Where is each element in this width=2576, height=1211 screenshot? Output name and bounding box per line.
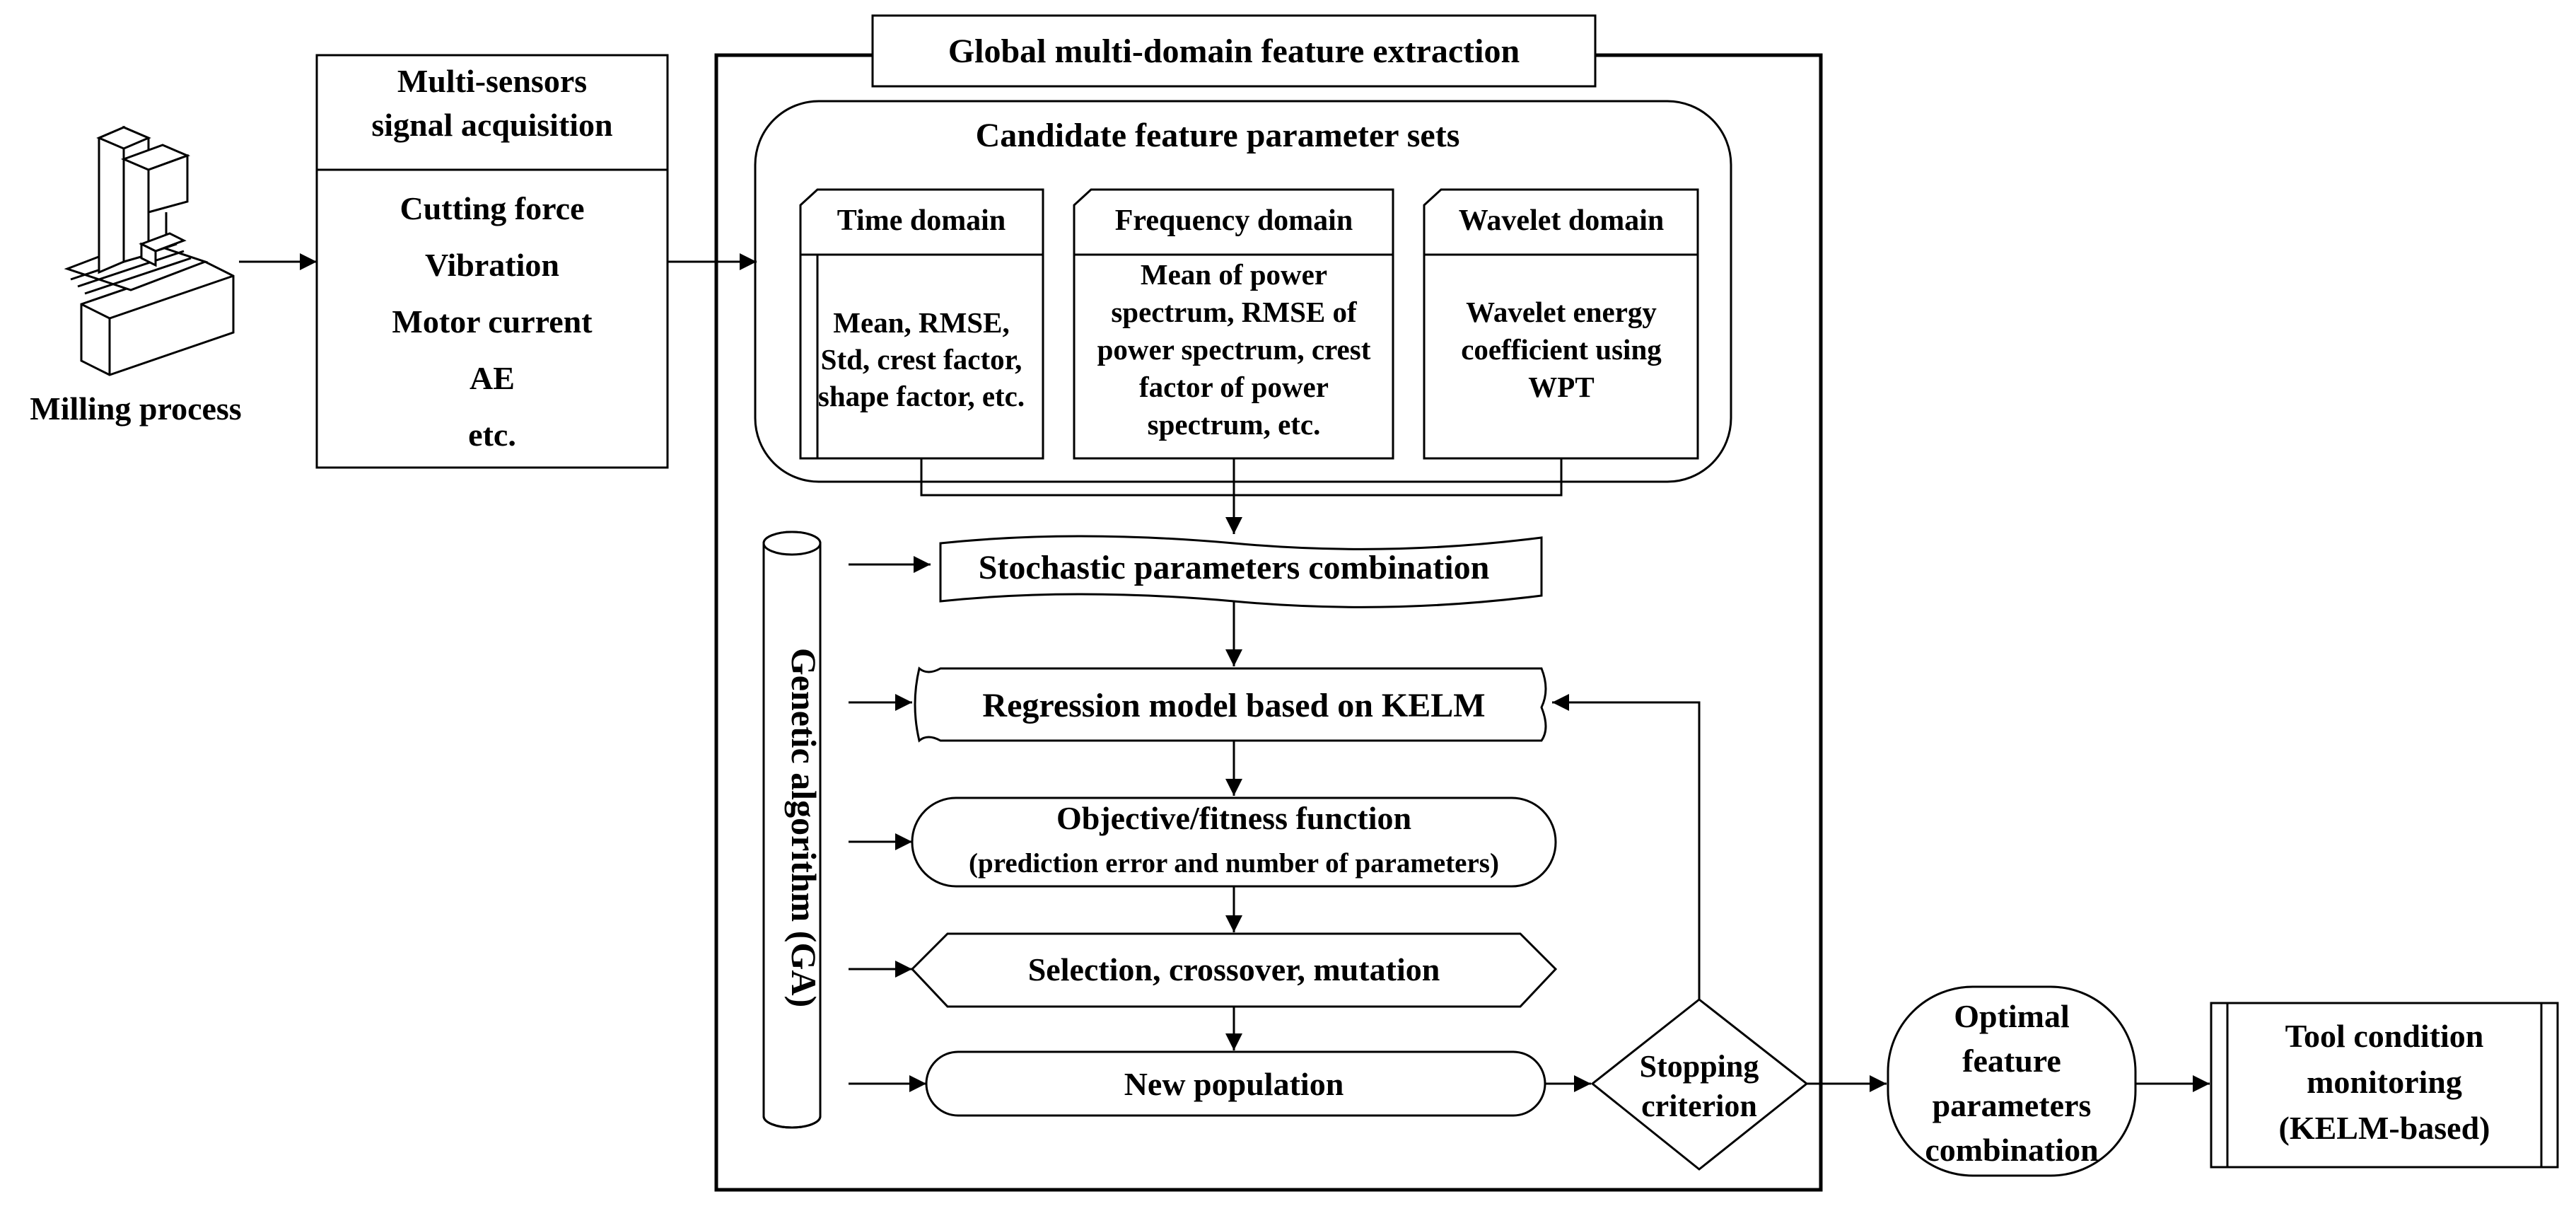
ga-label: Genetic algorithm (GA) [784,648,824,1007]
stopping-diamond [1590,998,1809,1171]
selection-text: Selection, crossover, mutation [1028,951,1440,987]
stopping-text-line-1: Stopping [1640,1049,1759,1084]
milling-process-label: Milling process [30,390,241,427]
optimal-text-line: combination [1925,1132,2098,1168]
wavelet-domain-line: WPT [1528,371,1594,403]
signal-item: etc. [468,417,516,453]
tcm-text-line: monitoring [2307,1064,2462,1100]
time-domain-line: Mean, RMSE, [833,306,1009,339]
objective-subtitle: (prediction error and number of paramete… [969,848,1499,879]
wavelet-domain-line: Wavelet energy [1466,296,1657,328]
acquisition-title-line-1: Multi-sensors [397,63,587,99]
milling-machine-icon [64,125,235,376]
regression-text: Regression model based on KELM [982,687,1485,724]
optimal-text-line: parameters [1933,1087,2092,1123]
frequency-domain-line: spectrum, etc. [1148,408,1321,441]
global-extraction-title: Global multi-domain feature extraction [948,33,1520,70]
stochastic-text: Stochastic parameters combination [979,549,1490,586]
stochastic-box [939,535,1543,608]
frequency-domain-line: spectrum, RMSE of [1111,296,1358,328]
ga-cylinder [762,531,822,1129]
time-domain-line: shape factor, etc. [818,380,1025,412]
frequency-domain-line: factor of power [1139,371,1329,403]
tcm-box [2210,1002,2559,1169]
merge-connector [920,458,1563,497]
wavelet-domain-line: coefficient using [1461,333,1662,366]
frequency-domain-title: Frequency domain [1115,204,1353,237]
population-text: New population [1124,1066,1344,1102]
tcm-text-line: (KELM-based) [2279,1110,2490,1146]
regression-box [914,666,1547,743]
global-extraction-title-box [871,14,1597,88]
time-domain-title: Time domain [837,204,1006,237]
stopping-text-line-2: criterion [1641,1089,1757,1123]
candidate-sets-title: Candidate feature parameter sets [976,117,1460,154]
selection-box [910,932,1558,1008]
signal-item: Vibration [425,247,559,283]
candidate-sets-box [754,100,1732,483]
wavelet-domain-title: Wavelet domain [1459,204,1665,237]
optimal-text-line: feature [1962,1043,2061,1079]
objective-title: Objective/fitness function [1056,800,1411,836]
acquisition-title-line-2: signal acquisition [371,107,612,143]
tcm-text-line: Tool condition [2285,1018,2484,1054]
signal-item: AE [470,360,515,396]
frequency-domain-line: Mean of power [1141,258,1327,291]
frequency-domain-line: power spectrum, crest [1097,333,1371,366]
signal-item: Cutting force [400,190,584,226]
time-domain-line: Std, crest factor, [821,343,1022,376]
signal-item: Motor current [392,303,593,340]
arrow-feedback-loop [1552,694,1701,999]
optimal-box [1887,985,2137,1177]
optimal-text-line: Optimal [1954,998,2070,1034]
